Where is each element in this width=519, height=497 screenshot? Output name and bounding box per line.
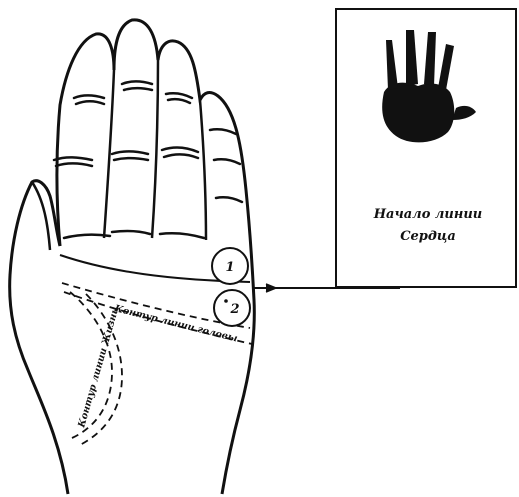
caption-line-2: Сердца [340, 226, 516, 248]
finger-creases [54, 81, 242, 238]
marker-label-2: 2 [229, 302, 239, 317]
life-contour-label: Контур линии Жизни [76, 306, 121, 430]
finger-separator [200, 100, 206, 240]
marker-dot [224, 299, 228, 303]
finger-separator [152, 60, 158, 238]
marker-label-1: 1 [225, 260, 234, 275]
card-caption: Начало линии Сердца [340, 204, 516, 248]
life-line-contour [70, 292, 112, 438]
caption-line-1: Начало линии [340, 204, 516, 226]
pointer-arrowhead [266, 284, 276, 292]
